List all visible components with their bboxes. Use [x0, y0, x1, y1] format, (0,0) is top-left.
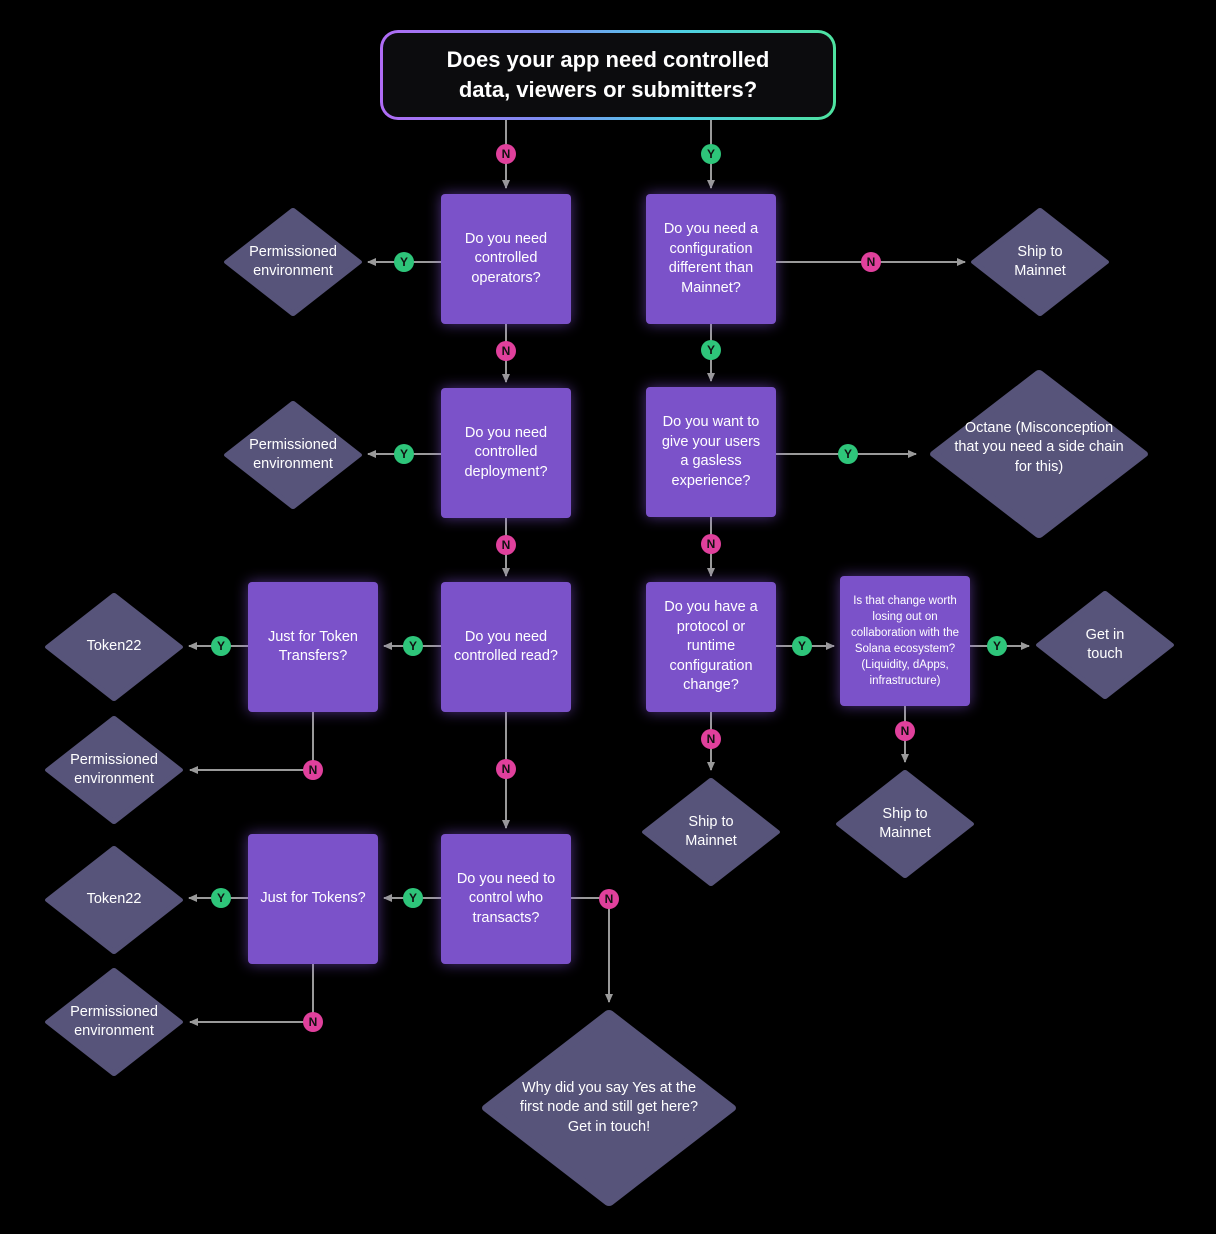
question-label: Do you have a protocol or runtime config… [664, 599, 758, 694]
outcome-token22-1: Token22 [45, 593, 183, 701]
diamond-shape [45, 593, 183, 701]
badge-no: N [701, 729, 721, 749]
outcome-octane: Octane (Misconception that you need a si… [930, 370, 1148, 538]
badge-no: N [701, 534, 721, 554]
badge-no: N [496, 759, 516, 779]
outcome-ship-mainnet-3: Ship to Mainnet [836, 770, 974, 878]
diamond-shape [836, 770, 974, 878]
connector-arrow [189, 964, 314, 1026]
badge-no: N [496, 144, 516, 164]
diamond-shape [482, 1010, 737, 1206]
outcome-label: Permissioned environment [70, 751, 158, 788]
question-control-transacts: Do you need to control who transacts? [441, 834, 571, 964]
question-label: Is that change worth losing out on colla… [850, 595, 960, 687]
question-configuration: Do you need a configuration different th… [646, 194, 776, 324]
outcome-permissioned-4: Permissioned environment [45, 968, 183, 1076]
diamond-shape [930, 370, 1148, 538]
badge-yes: Y [701, 144, 721, 164]
question-gasless: Do you want to give your users a gasless… [646, 387, 776, 517]
question-controlled-read: Do you need controlled read? [441, 582, 571, 712]
badge-yes: Y [211, 636, 231, 656]
outcome-ship-mainnet-1: Ship to Mainnet [971, 208, 1109, 317]
question-controlled-operators: Do you need controlled operators? [441, 194, 571, 324]
question-label: Just for Tokens? [260, 890, 366, 907]
question-label: Do you need controlled deployment? [464, 424, 548, 480]
badge-no: N [861, 252, 881, 272]
question-label: Do you need to control who transacts? [456, 870, 556, 926]
badge-no: N [496, 535, 516, 555]
badge-no: N [303, 760, 323, 780]
outcome-ship-mainnet-2: Ship to Mainnet [642, 778, 780, 886]
outcome-label: Why did you say Yes at the first node an… [519, 1079, 699, 1135]
diamond-shape [45, 716, 183, 824]
question-label: Do you need controlled read? [454, 628, 558, 665]
diamond-shape [224, 401, 362, 510]
outcome-label: Token22 [86, 891, 142, 908]
badge-yes: Y [701, 340, 721, 360]
outcome-label: Token22 [86, 638, 142, 655]
outcome-label: Permissioned environment [249, 243, 337, 280]
outcome-token22-2: Token22 [45, 846, 183, 954]
question-label: Just for Token Transfers? [267, 628, 358, 665]
badge-no: N [895, 721, 915, 741]
connector-arrow [571, 897, 613, 1003]
diamond-shape [45, 968, 183, 1076]
outcome-label: Ship to Mainnet [1014, 243, 1066, 280]
question-just-tokens: Just for Tokens? [248, 834, 378, 964]
outcome-permissioned-2: Permissioned environment [224, 401, 362, 510]
diamond-shape [45, 846, 183, 954]
diamond-shape [1036, 591, 1174, 699]
connector-arrow [189, 712, 314, 774]
outcome-why-yes: Why did you say Yes at the first node an… [482, 1010, 737, 1206]
diamond-shape [642, 778, 780, 886]
badge-yes: Y [394, 252, 414, 272]
outcome-label: Ship to Mainnet [879, 805, 931, 842]
badge-no: N [599, 889, 619, 909]
badge-yes: Y [792, 636, 812, 656]
outcome-get-in-touch: Get in touch [1036, 591, 1174, 699]
diamond-shape [224, 208, 362, 317]
root-question-box: Does your app need controlled data, view… [380, 30, 836, 120]
outcome-permissioned-1: Permissioned environment [224, 208, 362, 317]
badge-yes: Y [394, 444, 414, 464]
question-controlled-deployment: Do you need controlled deployment? [441, 388, 571, 518]
question-protocol-change: Do you have a protocol or runtime config… [646, 582, 776, 712]
outcome-label: Permissioned environment [70, 1003, 158, 1040]
outcome-label: Octane (Misconception that you need a si… [954, 419, 1124, 475]
outcome-permissioned-3: Permissioned environment [45, 716, 183, 824]
badge-yes: Y [211, 888, 231, 908]
question-token-transfers: Just for Token Transfers? [248, 582, 378, 712]
root-question: Does your app need controlled data, view… [383, 33, 833, 117]
question-label: Do you need controlled operators? [464, 230, 548, 286]
badge-yes: Y [838, 444, 858, 464]
badge-yes: Y [403, 888, 423, 908]
outcome-label: Ship to Mainnet [685, 813, 737, 850]
badge-no: N [303, 1012, 323, 1032]
outcome-label: Get in touch [1085, 626, 1125, 663]
badge-yes: Y [403, 636, 423, 656]
question-worth-losing: Is that change worth losing out on colla… [840, 576, 970, 706]
diamond-shape [971, 208, 1109, 317]
badge-no: N [496, 341, 516, 361]
question-label: Do you want to give your users a gasless… [661, 414, 761, 489]
outcome-label: Permissioned environment [249, 436, 337, 473]
badge-yes: Y [987, 636, 1007, 656]
question-label: Do you need a configuration different th… [663, 221, 759, 296]
